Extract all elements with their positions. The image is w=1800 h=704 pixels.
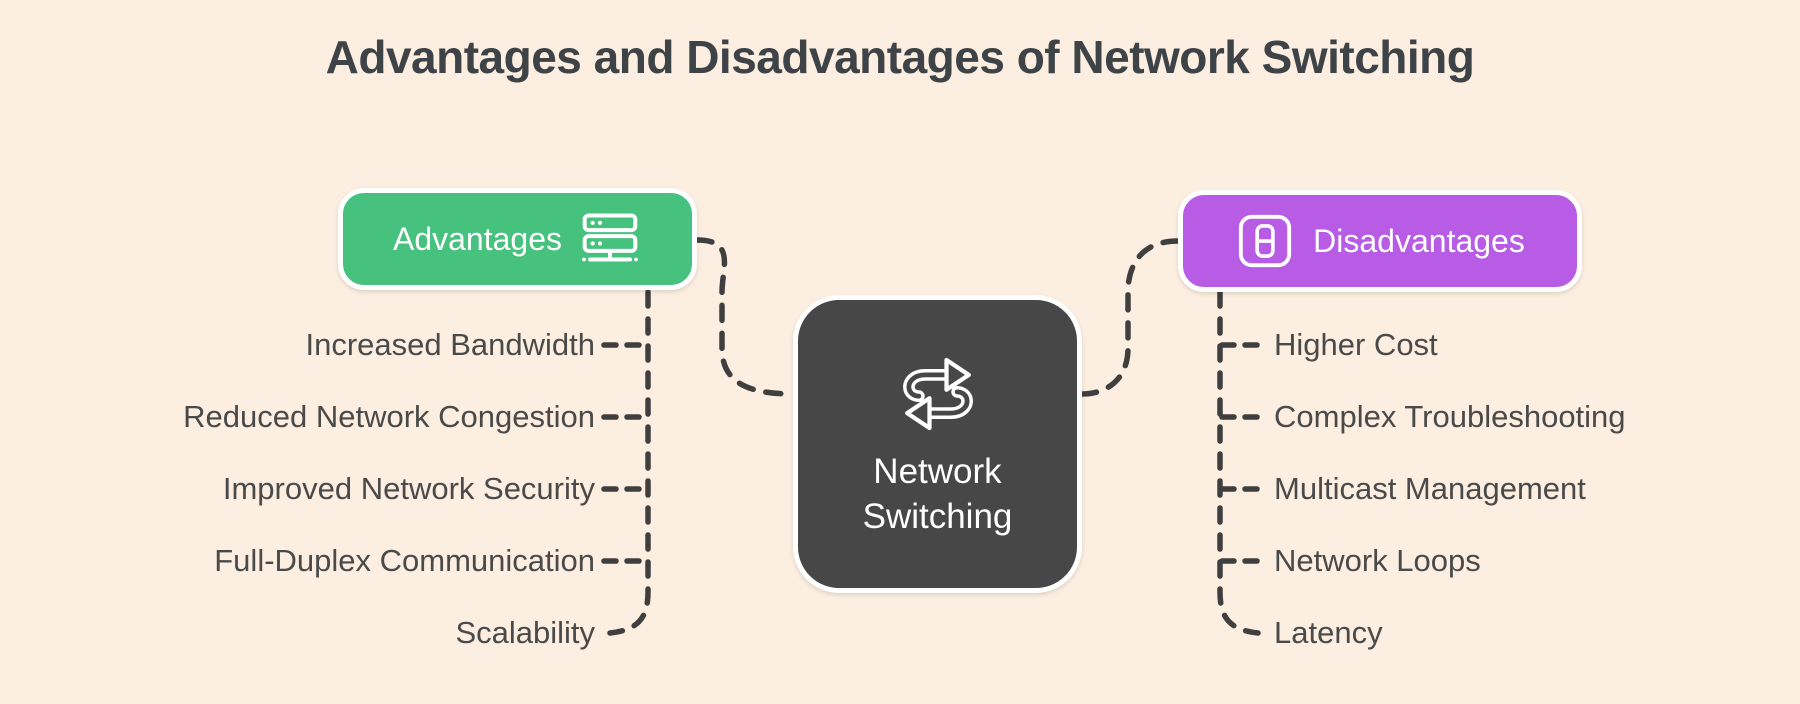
advantage-item: Reduced Network Congestion xyxy=(183,399,595,434)
advantage-item: Scalability xyxy=(455,615,595,650)
advantages-label: Advantages xyxy=(392,221,562,257)
connector-advantages-to-center xyxy=(694,237,796,397)
connector-disadvantages-trunk xyxy=(1217,289,1261,636)
network-switching-node: Network Switching xyxy=(793,295,1082,593)
server-icon xyxy=(578,210,642,269)
disadvantage-item: Complex Troubleshooting xyxy=(1274,399,1626,434)
connector-disadvantages-to-center xyxy=(1079,238,1181,397)
disadvantage-item: Higher Cost xyxy=(1274,327,1438,362)
disadvantages-label: Disadvantages xyxy=(1313,223,1525,259)
advantages-node: Advantages xyxy=(338,188,697,290)
disadvantage-item: Multicast Management xyxy=(1274,471,1586,506)
advantage-item: Improved Network Security xyxy=(222,471,595,506)
disadvantage-item: Latency xyxy=(1274,615,1383,650)
network-switching-label-line1: Network xyxy=(873,452,1002,491)
transfer-arrows-icon xyxy=(887,349,989,439)
disadvantage-item: Network Loops xyxy=(1274,543,1481,578)
advantage-item: Full-Duplex Communication xyxy=(214,543,595,578)
connector-advantages-trunk xyxy=(607,289,651,636)
page-title: Advantages and Disadvantages of Network … xyxy=(325,31,1475,83)
network-switching-label-line2: Switching xyxy=(862,497,1013,536)
network-switching-label: Network Switching xyxy=(863,449,1013,539)
storage-card-icon xyxy=(1235,212,1295,270)
disadvantages-node: Disadvantages xyxy=(1178,190,1582,292)
advantage-item: Increased Bandwidth xyxy=(305,327,595,362)
